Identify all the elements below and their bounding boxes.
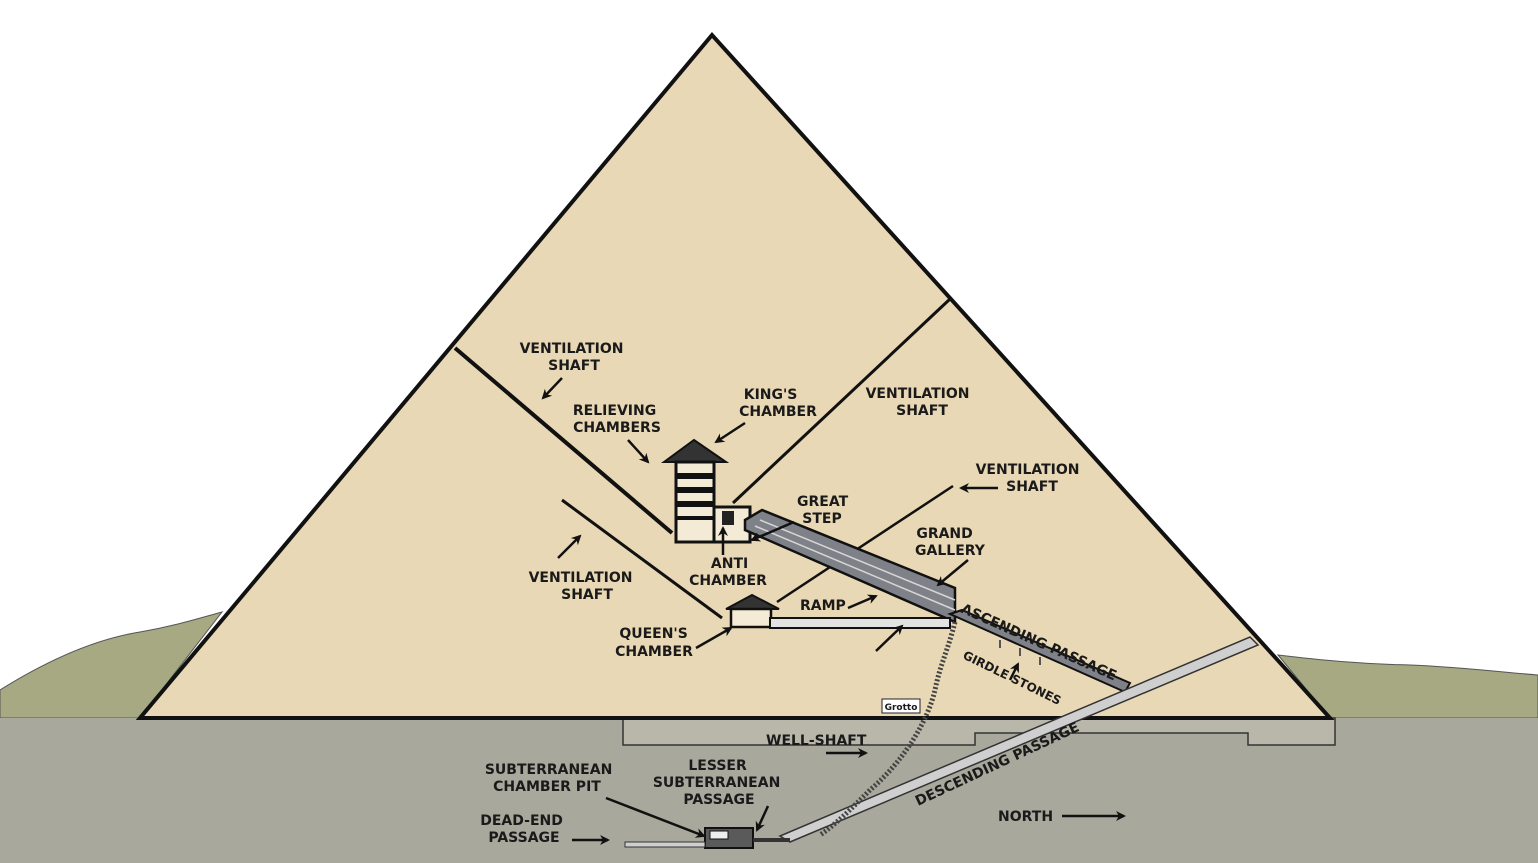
label-ventilation-shaft-upper-right: VENTILATION SHAFT — [866, 386, 975, 419]
arrow-vent-upper-left — [541, 377, 563, 400]
label-grand-gallery: GRAND GALLERY — [915, 526, 986, 559]
label-subterranean-chamber-pit: SUBTERRANEAN CHAMBER PIT — [485, 762, 617, 795]
arrow-great-step — [750, 520, 795, 542]
horizontal-passage — [769, 617, 951, 629]
grand-gallery — [743, 508, 957, 624]
label-well-shaft: WELL-SHAFT — [766, 733, 867, 749]
pointer-arrows — [541, 377, 1126, 845]
ventilation-shaft-lower-left — [561, 498, 723, 620]
label-kings-chamber: KING'S CHAMBER — [739, 387, 817, 420]
label-great-step: GREAT STEP — [797, 494, 853, 527]
arrow-ramp — [847, 594, 878, 610]
arrow-vent-lower-left — [557, 534, 582, 559]
label-relieving-chambers: RELIEVING CHAMBERS — [573, 403, 661, 436]
label-dead-end-passage: DEAD-END PASSAGE — [480, 813, 568, 846]
arrow-relieving-chambers — [627, 439, 650, 464]
label-anti-chamber: ANTI CHAMBER — [689, 556, 767, 589]
left-hill — [0, 611, 224, 719]
pyramid-body — [135, 31, 1335, 720]
arrow-girdle-stones — [1008, 662, 1020, 681]
arrow-kings-chamber — [714, 421, 746, 444]
arrow-lesser-passage — [755, 805, 770, 832]
queens-chamber — [725, 593, 780, 629]
subterranean-chamber — [624, 827, 790, 849]
grotto-label: Grotto — [885, 703, 918, 713]
arrow-queens-chamber — [695, 626, 733, 650]
grotto-box — [881, 698, 921, 714]
girdle-stones — [999, 640, 1041, 665]
ventilation-shaft-lower-right — [776, 484, 954, 604]
label-queens-chamber: QUEEN'S CHAMBER — [615, 626, 693, 660]
label-ventilation-shaft-upper-left: VENTILATION SHAFT — [520, 341, 629, 374]
label-ventilation-shaft-lower-right: VENTILATION SHAFT — [976, 462, 1085, 495]
arrow-horizontal-passage — [875, 624, 904, 652]
ascending-passage — [947, 608, 1132, 694]
kings-chamber-complex — [660, 438, 752, 544]
well-shaft — [818, 621, 958, 838]
ventilation-shaft-upper-right — [731, 297, 952, 505]
right-hill — [1276, 654, 1538, 719]
label-ventilation-shaft-lower-left: VENTILATION SHAFT — [529, 570, 638, 603]
label-lesser-subterranean-passage: LESSER SUBTERRANEAN PASSAGE — [653, 758, 785, 808]
label-north: NORTH — [998, 809, 1053, 825]
ventilation-shaft-upper-left — [453, 346, 674, 535]
arrow-subterranean-pit — [605, 796, 706, 838]
label-ramp: RAMP — [800, 598, 846, 614]
arrow-grand-gallery — [936, 559, 969, 587]
